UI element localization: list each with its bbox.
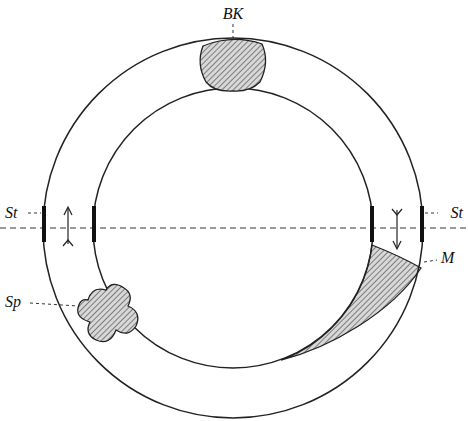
st-bar bbox=[370, 206, 374, 242]
st-bar bbox=[420, 206, 424, 242]
sp-label: Sp bbox=[5, 294, 21, 310]
motion-arrow bbox=[392, 209, 402, 249]
outer-circle bbox=[43, 38, 423, 418]
st-bar bbox=[92, 206, 96, 242]
bk-body bbox=[200, 39, 265, 91]
st-label: St bbox=[5, 205, 17, 221]
st-label: St bbox=[451, 205, 463, 221]
sp-body bbox=[78, 284, 138, 341]
bk-label: BK bbox=[223, 6, 243, 22]
motion-arrow bbox=[63, 207, 73, 246]
st-bar bbox=[42, 206, 46, 242]
axis-line bbox=[0, 228, 468, 229]
leader-line bbox=[28, 24, 438, 306]
m-label: M bbox=[441, 250, 454, 266]
